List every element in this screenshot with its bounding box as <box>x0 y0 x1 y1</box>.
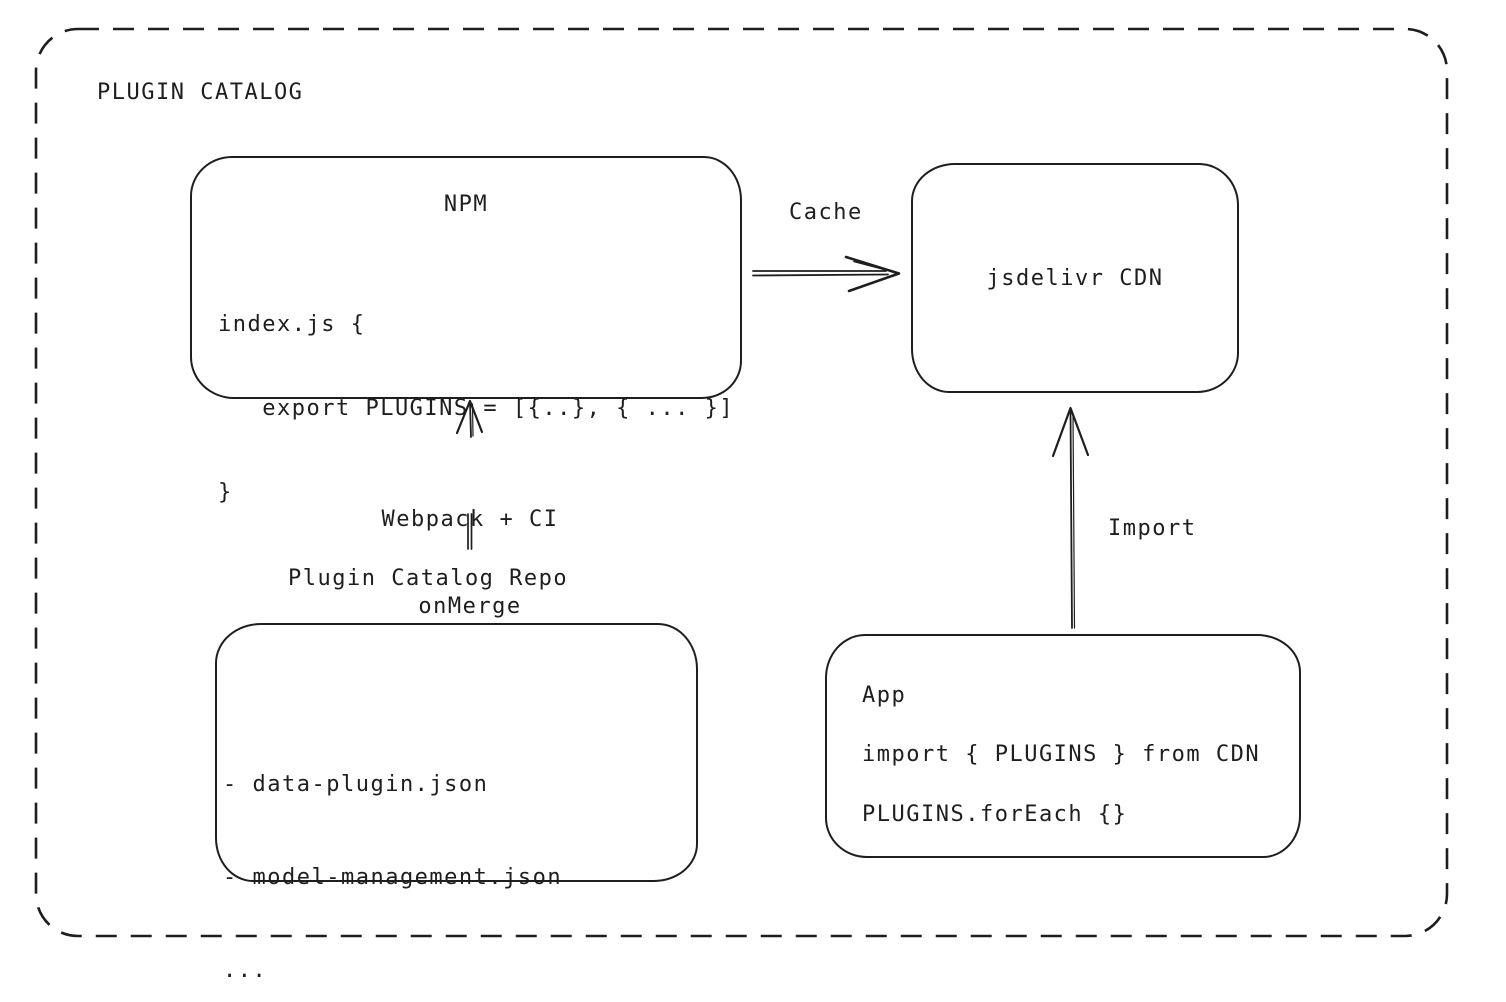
npm-code-line: export PLUGINS = [{..}, { ... }] <box>218 396 735 421</box>
build-edge-label-line1: Webpack + CI <box>381 507 559 532</box>
npm-code-line: index.js { <box>218 312 366 337</box>
import-edge-label[interactable]: Import <box>1108 516 1197 541</box>
app-title: App <box>862 683 907 708</box>
npm-code-line: } <box>218 480 233 505</box>
repo-file-list: - data-plugin.json - model-management.js… <box>223 707 562 1002</box>
build-connector-line[interactable] <box>467 513 473 550</box>
frame-title[interactable]: PLUGIN CATALOG <box>97 80 304 105</box>
build-edge-label[interactable]: Webpack + CI onMerge <box>340 447 600 679</box>
build-edge-label-line2: onMerge <box>418 594 522 619</box>
app-code-line: import { PLUGINS } from CDN <box>862 742 1261 767</box>
repo-file-item: - model-management.json <box>223 865 563 890</box>
npm-code: index.js { export PLUGINS = [{..}, { ...… <box>218 255 734 563</box>
cache-edge-label[interactable]: Cache <box>789 200 863 225</box>
cdn-title: jsdelivr CDN <box>986 265 1164 291</box>
frame-border[interactable] <box>34 27 1449 938</box>
node-app[interactable]: App import { PLUGINS } from CDN PLUGINS.… <box>825 634 1301 858</box>
import-arrow[interactable] <box>1051 406 1090 629</box>
app-code-line: PLUGINS.forEach {} <box>862 802 1128 827</box>
repo-title[interactable]: Plugin Catalog Repo <box>288 566 569 591</box>
node-plugin-catalog-repo[interactable]: - data-plugin.json - model-management.js… <box>215 623 698 983</box>
cache-arrow[interactable] <box>752 255 901 293</box>
npm-title: NPM <box>443 192 489 217</box>
repo-file-item: - data-plugin.json <box>223 772 489 797</box>
build-arrow[interactable] <box>455 399 484 438</box>
node-npm[interactable]: NPM index.js { export PLUGINS = [{..}, {… <box>190 156 742 505</box>
node-jsdelivr-cdn[interactable]: jsdelivr CDN <box>911 163 1239 393</box>
repo-file-item: ... <box>223 958 268 983</box>
